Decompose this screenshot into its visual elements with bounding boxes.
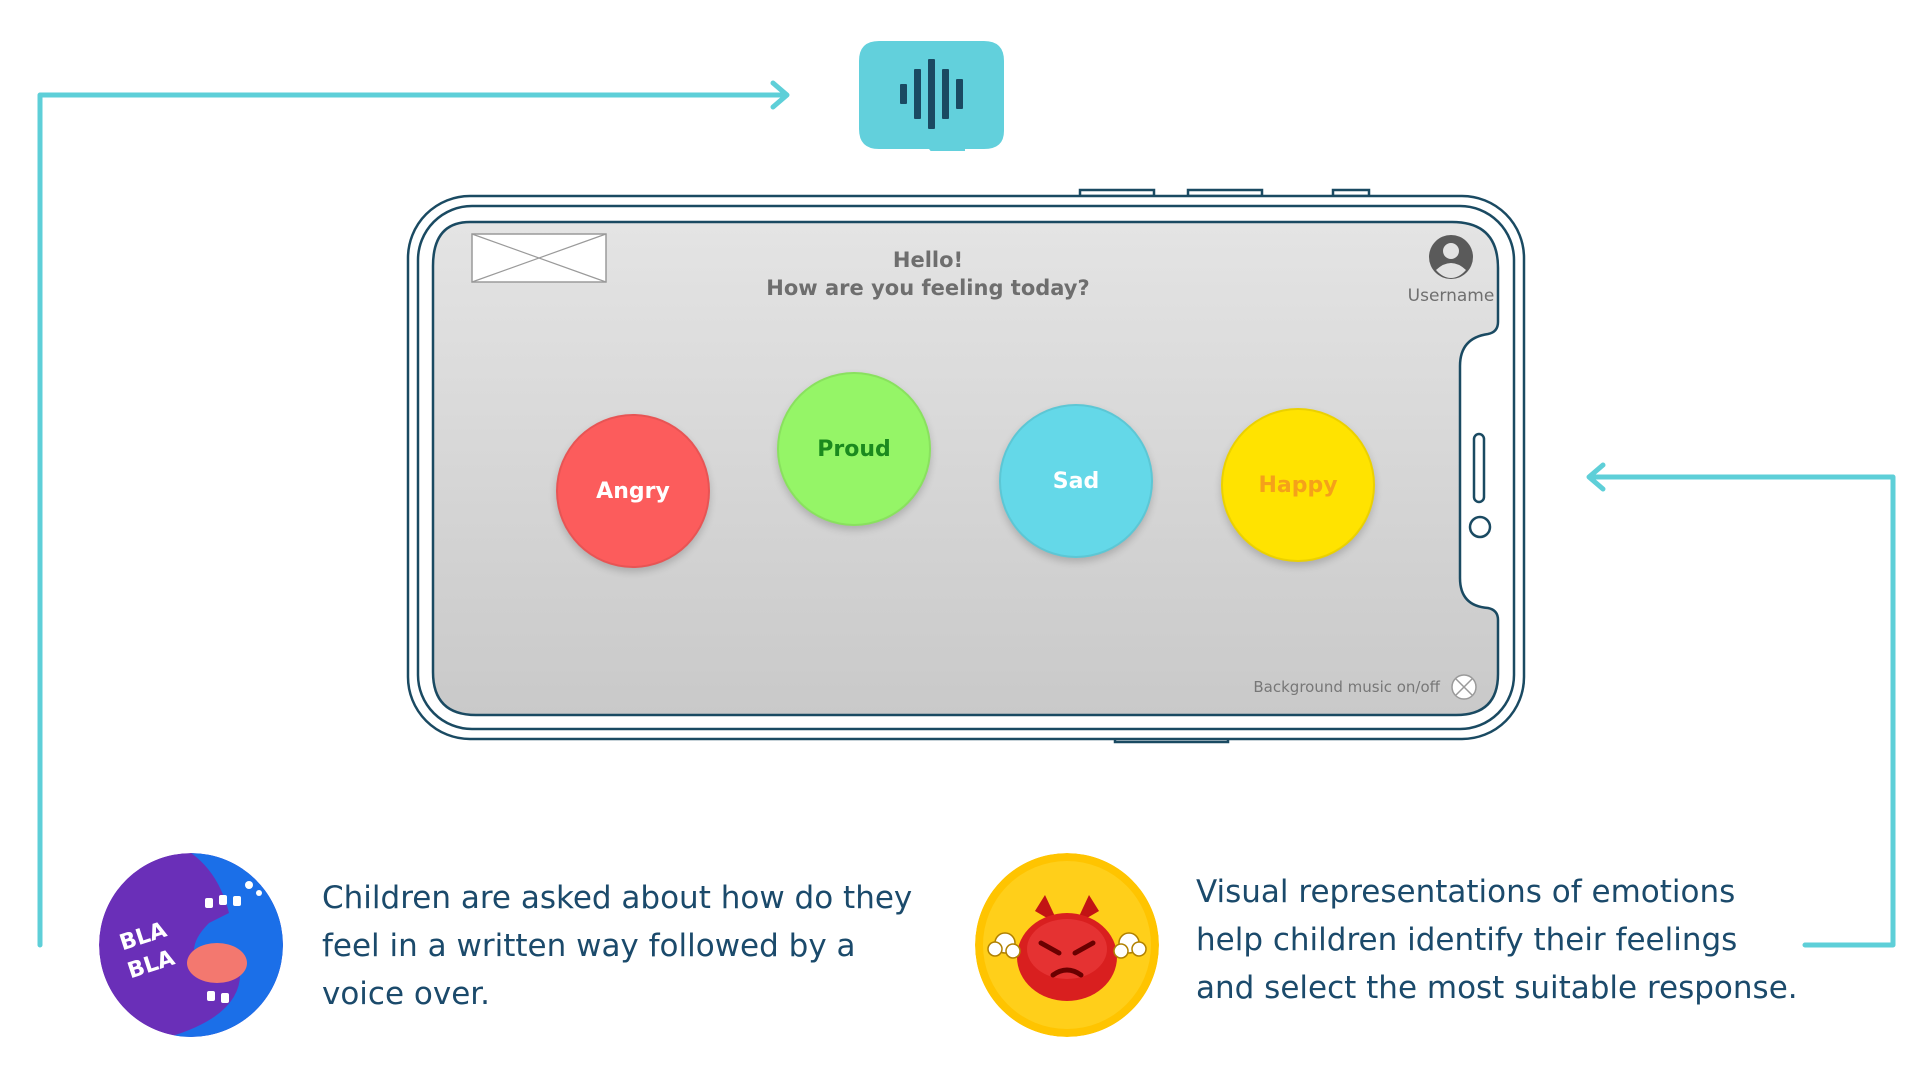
user-avatar-icon[interactable] <box>1428 234 1474 280</box>
toggle-off-icon[interactable] <box>1450 673 1478 701</box>
caption-right-line-2: help children identify their feelings <box>1196 922 1738 958</box>
caption-written-question: Children are asked about how do they fee… <box>322 874 942 1018</box>
talking-monster-avatar: BLA BLA <box>99 853 283 1037</box>
background-music-control: Background music on/off <box>1253 673 1478 701</box>
caption-visual-emotions: Visual representations of emotions help … <box>1196 868 1836 1012</box>
app-screen: Hello! How are you feeling today? Userna… <box>433 222 1498 715</box>
greeting: Hello! How are you feeling today? <box>763 246 1093 302</box>
angry-face-icon <box>975 853 1159 1037</box>
left-connector-arrowhead <box>770 80 790 110</box>
talking-monster-icon: BLA BLA <box>99 853 283 1037</box>
emotion-button-angry[interactable]: Angry <box>556 414 710 568</box>
caption-left-line-1: Children are asked about how do they <box>322 880 913 916</box>
right-connector-arrowhead <box>1586 462 1606 492</box>
right-connector-line <box>1587 474 1896 948</box>
user-profile[interactable]: Username <box>1391 234 1511 306</box>
greeting-question: How are you feeling today? <box>766 276 1090 300</box>
emotion-button-happy[interactable]: Happy <box>1221 408 1375 562</box>
caption-right-line-1: Visual representations of emotions <box>1196 874 1736 910</box>
music-label: Background music on/off <box>1253 678 1440 696</box>
caption-right-line-3: and select the most suitable response. <box>1196 970 1798 1006</box>
angry-face-avatar <box>975 853 1159 1037</box>
username-label: Username <box>1407 286 1495 306</box>
caption-left-line-3: voice over. <box>322 976 491 1012</box>
voice-waveform-icon <box>859 41 1004 186</box>
emotion-button-sad[interactable]: Sad <box>999 404 1153 558</box>
greeting-line-1: Hello! <box>892 248 964 272</box>
left-connector-line <box>37 92 788 948</box>
logo-placeholder <box>471 233 607 283</box>
caption-left-line-2: feel in a written way followed by a <box>322 928 856 964</box>
image-placeholder-icon <box>471 233 607 283</box>
voice-over-bubble <box>859 41 1004 186</box>
emotion-button-proud[interactable]: Proud <box>777 372 931 526</box>
